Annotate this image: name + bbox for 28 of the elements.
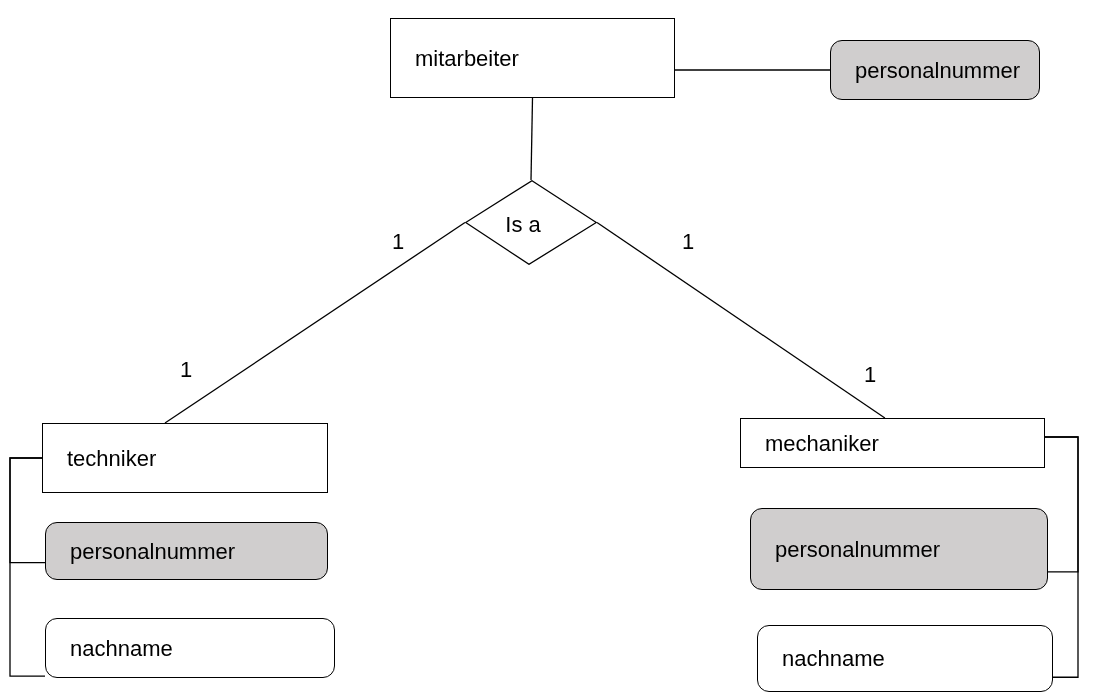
key-attribute-box: [45, 522, 328, 580]
attribute-box: [45, 618, 335, 678]
connector-line: [9, 457, 46, 677]
connector-line: [164, 221, 466, 424]
node-label: Is a: [505, 211, 541, 239]
node-label: techniker: [67, 444, 157, 473]
attribute-box: [757, 625, 1053, 692]
node-label: personalnummer: [855, 56, 1021, 85]
connector-line: [530, 97, 534, 181]
key-attribute-box: [750, 508, 1048, 590]
node-label: personalnummer: [70, 537, 236, 566]
cardinality-label: 1: [180, 356, 193, 384]
entity-box: [740, 418, 1045, 468]
relationship-diamond: [465, 180, 597, 265]
entity-box: [42, 423, 328, 493]
key-attribute-box: [830, 40, 1040, 100]
connector-line: [674, 69, 831, 71]
cardinality-label: 1: [392, 228, 405, 256]
node-label: mechaniker: [765, 429, 879, 458]
cardinality-label: 1: [682, 228, 695, 256]
node-label: nachname: [782, 645, 885, 673]
cardinality-label: 1: [864, 361, 877, 389]
entity-box: [390, 18, 675, 98]
node-label: personalnummer: [775, 535, 941, 564]
node-label: mitarbeiter: [415, 44, 519, 73]
connector-line: [1044, 436, 1079, 678]
connector-line: [596, 221, 886, 419]
node-label: nachname: [70, 634, 173, 663]
